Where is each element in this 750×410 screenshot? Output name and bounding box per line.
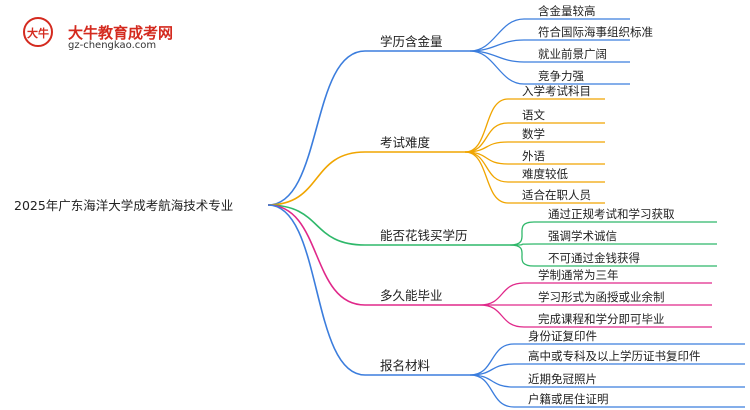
logo-url: gz-chengkao.com [68, 40, 157, 51]
leaf-label[interactable]: 就业前景广阔 [538, 47, 607, 61]
leaf-label[interactable]: 完成课程和学分即可毕业 [538, 312, 665, 326]
leaf-label[interactable]: 竞争力强 [538, 69, 584, 83]
leaf-label[interactable]: 入学考试科目 [522, 84, 591, 98]
logo-title: 大牛教育成考网 [68, 24, 174, 42]
leaf-label[interactable]: 通过正规考试和学习获取 [548, 207, 675, 221]
leaf-label[interactable]: 数学 [522, 127, 545, 141]
leaf-connector [464, 98, 509, 153]
leaf-connector [469, 374, 515, 408]
leaf-label[interactable]: 近期免冠照片 [528, 372, 597, 386]
leaf-label[interactable]: 户籍或居住证明 [528, 392, 609, 406]
leaf-label[interactable]: 适合在职人员 [522, 188, 591, 202]
branch-label[interactable]: 多久能毕业 [380, 288, 443, 303]
leaf-connector [464, 151, 509, 204]
leaf-label[interactable]: 语文 [522, 108, 545, 122]
leaf-connector [509, 221, 535, 246]
branch-connector [267, 204, 366, 306]
leaf-connector [469, 343, 515, 376]
leaf-label[interactable]: 外语 [522, 149, 545, 163]
leaf-connector [479, 282, 525, 306]
leaf-label[interactable]: 学制通常为三年 [538, 268, 619, 282]
leaf-label[interactable]: 高中或专科及以上学历证书复印件 [528, 349, 701, 363]
branch-connector [267, 204, 366, 376]
logo-mark-text: 大牛 [27, 26, 49, 40]
leaf-label[interactable]: 身份证复印件 [528, 329, 597, 343]
root-node-label: 2025年广东海洋大学成考航海技术专业 [14, 198, 233, 213]
leaf-connector [479, 304, 525, 328]
leaf-label[interactable]: 含金量较高 [538, 4, 596, 18]
branch-label[interactable]: 能否花钱买学历 [380, 228, 468, 243]
branch-label[interactable]: 考试难度 [380, 135, 431, 150]
leaf-label[interactable]: 学习形式为函授或业余制 [538, 290, 665, 304]
leaf-connector [469, 50, 525, 85]
branch-connector [267, 204, 366, 246]
branch-connector [267, 50, 366, 206]
branch-label[interactable]: 报名材料 [380, 358, 431, 373]
leaf-label[interactable]: 难度较低 [522, 167, 568, 181]
branch-connector [267, 151, 366, 206]
leaf-connector [469, 363, 515, 376]
leaf-label[interactable]: 符合国际海事组织标准 [538, 25, 653, 39]
leaf-label[interactable]: 强调学术诚信 [548, 229, 617, 243]
branch-label[interactable]: 学历含金量 [380, 34, 443, 49]
leaf-connector [469, 374, 515, 388]
logo-mark-icon: 大牛 [23, 17, 53, 47]
leaf-label[interactable]: 不可通过金钱获得 [548, 251, 640, 265]
site-logo[interactable]: 大牛 大牛教育成考网 gz-chengkao.com [20, 12, 190, 52]
leaf-connector [509, 244, 535, 267]
leaf-connector [469, 18, 525, 52]
